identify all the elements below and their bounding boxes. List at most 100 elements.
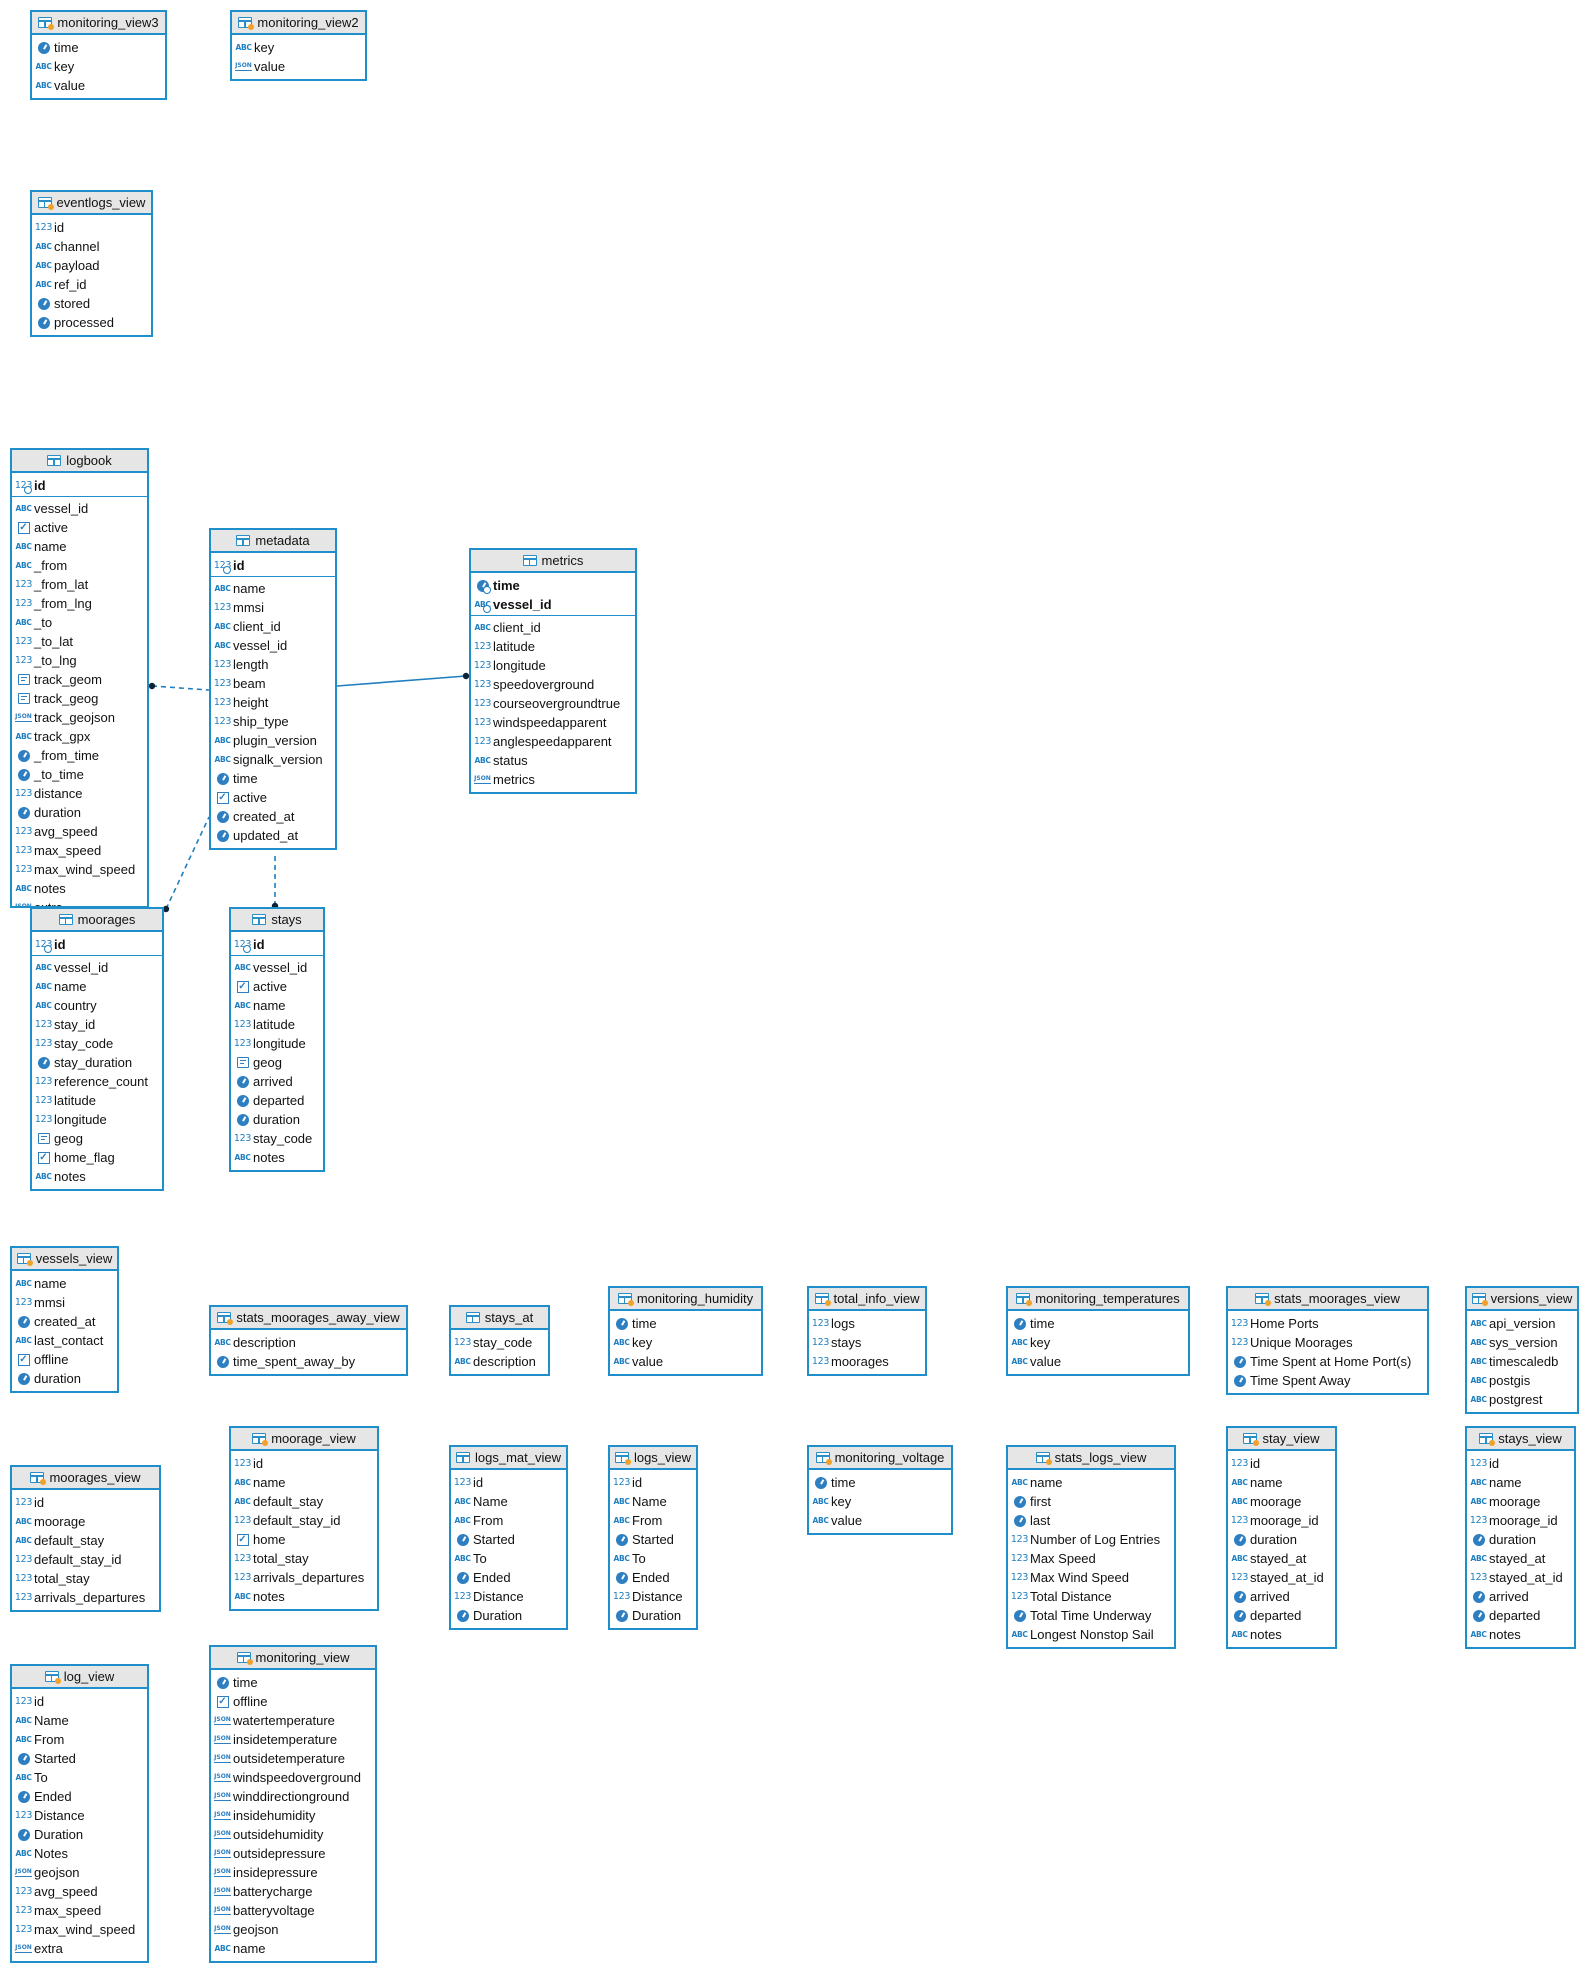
column-row[interactable]: Time Spent at Home Port(s) [1228,1352,1427,1371]
column-row[interactable]: time [211,769,335,788]
column-row[interactable]: Total Time Underway [1008,1606,1174,1625]
column-row[interactable]: time [610,1314,761,1333]
column-row[interactable]: time [211,1673,375,1692]
column-row[interactable]: time_spent_away_by [211,1352,406,1371]
column-row[interactable]: ✓offline [211,1692,375,1711]
table-header[interactable]: stays_at [451,1307,548,1330]
table-header[interactable]: moorages_view [12,1467,159,1490]
column-row[interactable]: geog [231,1053,323,1072]
column-row[interactable]: 123_from_lng [12,594,147,613]
table-header[interactable]: metrics [471,550,635,573]
column-row[interactable]: arrived [1467,1587,1574,1606]
table-header[interactable]: monitoring_voltage [809,1447,951,1470]
table-header[interactable]: stays_view [1467,1428,1574,1451]
column-row[interactable]: duration [1467,1530,1574,1549]
table-header[interactable]: logs_view [610,1447,696,1470]
table-header[interactable]: log_view [12,1666,147,1689]
column-row[interactable]: stored [32,294,151,313]
column-row[interactable]: ✓home_flag [32,1148,162,1167]
column-row[interactable]: departed [1228,1606,1335,1625]
table-header[interactable]: stats_moorages_away_view [211,1307,406,1330]
table-header[interactable]: logbook [12,450,147,473]
column-row[interactable]: Ended [451,1568,566,1587]
column-row[interactable]: Ended [610,1568,696,1587]
table-header[interactable]: versions_view [1467,1288,1577,1311]
column-row[interactable]: Duration [12,1825,147,1844]
column-row[interactable]: Started [610,1530,696,1549]
table-header[interactable]: monitoring_humidity [610,1288,761,1311]
table-header[interactable]: stats_moorages_view [1228,1288,1427,1311]
table-header[interactable]: eventlogs_view [32,192,151,215]
column-row[interactable]: time [809,1473,951,1492]
column-row[interactable]: created_at [211,807,335,826]
column-row[interactable]: arrived [1228,1587,1335,1606]
table-header[interactable]: stay_view [1228,1428,1335,1451]
column-row[interactable]: ✓offline [12,1350,117,1369]
